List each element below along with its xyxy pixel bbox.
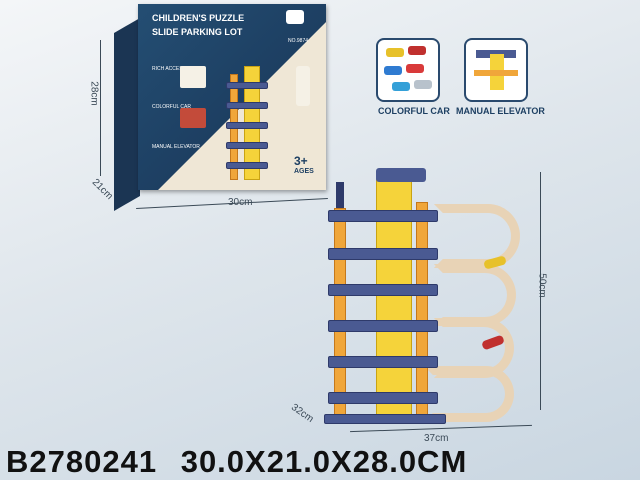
feature-label-manual-elevator: MANUAL ELEVATOR xyxy=(456,106,545,116)
box-label-accessories: RICH ACCESSORIES xyxy=(152,66,202,72)
floor-level xyxy=(328,320,438,332)
age-badge: 3+ xyxy=(294,154,308,168)
box-width-label: 30cm xyxy=(228,197,253,208)
floor-level xyxy=(328,210,438,222)
elevator-top-cap xyxy=(376,168,426,182)
box-side-panel xyxy=(114,18,140,212)
feature-label-colorful-car: COLORFUL CAR xyxy=(378,106,450,116)
box-title-line2: SLIDE PARKING LOT xyxy=(152,27,243,37)
parking-tower-toy xyxy=(324,168,524,428)
toy-width-label: 37cm xyxy=(424,433,449,444)
box-thumb-cars xyxy=(180,108,206,128)
box-tower-illustration xyxy=(226,66,280,182)
box-title-line1: CHILDREN'S PUZZLE xyxy=(152,13,245,23)
right-pillar xyxy=(416,202,428,420)
box-label-elevator: MANUAL ELEVATOR xyxy=(152,144,200,150)
ramp-1 xyxy=(434,204,520,268)
floor-level xyxy=(328,356,438,368)
box-height-line xyxy=(100,40,101,176)
item-number: NO.9874 xyxy=(288,38,309,44)
product-code-line: B2780241 30.0X21.0X28.0CM xyxy=(6,444,467,480)
box-depth-label: 21cm xyxy=(89,176,115,203)
toy-depth-label: 32cm xyxy=(289,401,316,426)
sign-post xyxy=(336,182,344,208)
box-label-colorful: COLORFUL CAR xyxy=(152,104,191,110)
box-height-label: 28cm xyxy=(88,81,100,106)
age-word: AGES xyxy=(294,168,314,175)
feature-card-elevator xyxy=(464,38,528,102)
floor-level xyxy=(328,284,438,296)
package-size: 30.0X21.0X28.0CM xyxy=(180,444,468,479)
base-platform xyxy=(324,414,446,424)
box-thumb-accessories xyxy=(180,66,206,88)
box-feature-icons xyxy=(296,66,310,106)
product-code: B2780241 xyxy=(6,444,158,479)
brand-logo xyxy=(286,10,304,24)
floor-level xyxy=(328,248,438,260)
left-pillar xyxy=(334,208,346,420)
ramp-2 xyxy=(434,264,516,326)
product-box: CHILDREN'S PUZZLE SLIDE PARKING LOT NO.9… xyxy=(138,4,326,190)
feature-card-cars xyxy=(376,38,440,102)
ramp-4 xyxy=(424,366,514,422)
toy-height-line xyxy=(540,172,541,410)
toy-height-label: 50cm xyxy=(536,273,548,298)
floor-level xyxy=(328,392,438,404)
